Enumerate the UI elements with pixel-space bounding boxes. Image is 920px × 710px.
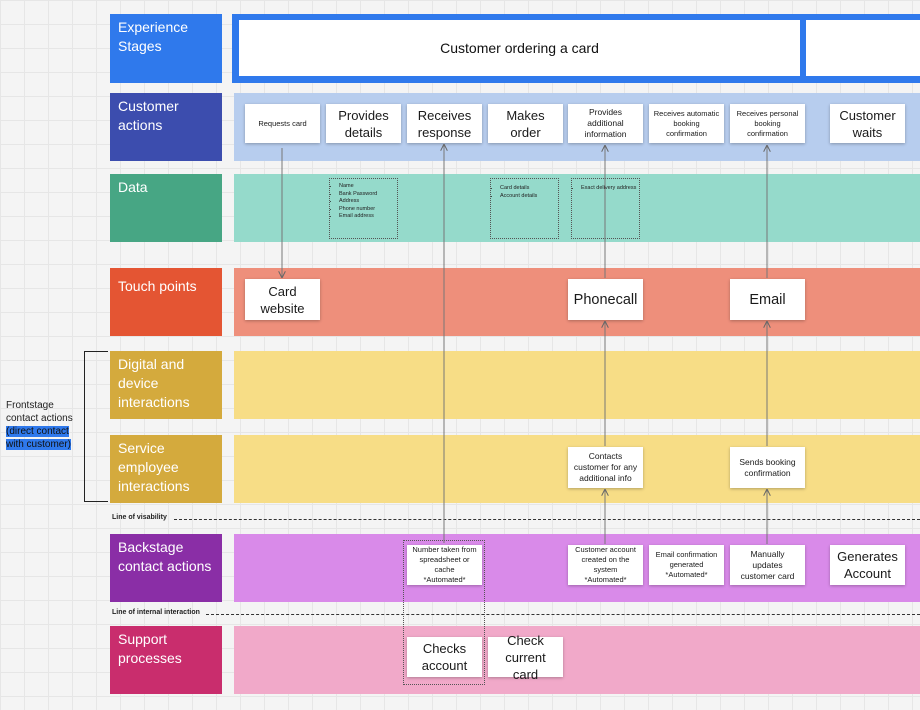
digital-device-band	[234, 351, 920, 419]
data-band	[234, 174, 920, 242]
list-item: Exact delivery address	[581, 185, 639, 193]
frontstage-highlight: (direct contact with customer)	[6, 426, 72, 450]
row-label-customer-actions: Customer actions	[110, 93, 222, 161]
line-of-internal-interaction-label: Line of internal interaction	[112, 609, 200, 616]
note-provides-details[interactable]: Provides details	[326, 104, 401, 143]
note-customer-account-created[interactable]: Customer account created on the system *…	[568, 545, 643, 585]
row-label-service-employee: Service employee interactions	[110, 435, 222, 503]
data-box-order-details[interactable]: Card details Account details	[490, 178, 559, 239]
row-label-data: Data	[110, 174, 222, 242]
row-label-touch-points: Touch points	[110, 268, 222, 336]
line-of-visibility-label: Line of visability	[112, 514, 167, 521]
note-phonecall[interactable]: Phonecall	[568, 279, 643, 320]
list-item: Email address	[339, 213, 397, 221]
row-label-experience-stages: Experience Stages	[110, 14, 222, 83]
list-item: Phone number	[339, 206, 397, 214]
frontstage-annotation: Frontstage contact actions (direct conta…	[6, 399, 80, 451]
note-manually-updates[interactable]: Manually updates customer card	[730, 545, 805, 585]
experience-stage-card-next[interactable]	[806, 20, 920, 76]
note-email[interactable]: Email	[730, 279, 805, 320]
experience-stage-card[interactable]: Customer ordering a card	[239, 20, 800, 76]
note-checks-account[interactable]: Checks account	[407, 637, 482, 677]
note-sends-booking-confirmation[interactable]: Sends booking confirmation	[730, 447, 805, 488]
support-processes-band	[234, 626, 920, 694]
note-makes-order[interactable]: Makes order	[488, 104, 563, 143]
row-label-digital-device: Digital and device interactions	[110, 351, 222, 419]
list-item: Card details	[500, 185, 558, 193]
note-check-current-card[interactable]: Check current card	[488, 633, 563, 682]
note-card-website[interactable]: Card website	[245, 279, 320, 320]
row-label-backstage: Backstage contact actions	[110, 534, 222, 602]
note-email-confirmation[interactable]: Email confirmation generated *Automated*	[649, 545, 724, 585]
note-customer-waits[interactable]: Customer waits	[830, 104, 905, 143]
data-box-delivery-address[interactable]: Exact delivery address	[571, 178, 640, 239]
note-receives-response[interactable]: Receives response	[407, 104, 482, 143]
line-of-visibility: Line of visability	[112, 514, 920, 524]
list-item: Address	[339, 198, 397, 206]
list-item: Bank Password	[339, 191, 397, 199]
frontstage-text: Frontstage contact actions	[6, 400, 73, 424]
data-list-delivery: Exact delivery address	[572, 185, 639, 193]
note-contacts-customer[interactable]: Contacts customer for any additional inf…	[568, 447, 643, 488]
data-list-personal: Name Bank Password Address Phone number …	[330, 183, 397, 221]
line-of-internal-interaction: Line of internal interaction	[112, 609, 920, 619]
frontstage-bracket	[84, 351, 108, 502]
list-item: Name	[339, 183, 397, 191]
note-receives-automatic-confirmation[interactable]: Receives automatic booking confirmation	[649, 104, 724, 143]
note-generates-account[interactable]: Generates Account	[830, 545, 905, 585]
list-item: Account details	[500, 193, 558, 201]
note-provides-additional-info[interactable]: Provides additional information	[568, 104, 643, 143]
row-label-support-processes: Support processes	[110, 626, 222, 694]
data-list-order: Card details Account details	[491, 185, 558, 200]
note-receives-personal-confirmation[interactable]: Receives personal booking confirmation	[730, 104, 805, 143]
note-requests-card[interactable]: Requests card	[245, 104, 320, 143]
data-box-personal-details[interactable]: Name Bank Password Address Phone number …	[329, 178, 398, 239]
note-number-taken[interactable]: Number taken from spreadsheet or cache *…	[407, 545, 482, 585]
